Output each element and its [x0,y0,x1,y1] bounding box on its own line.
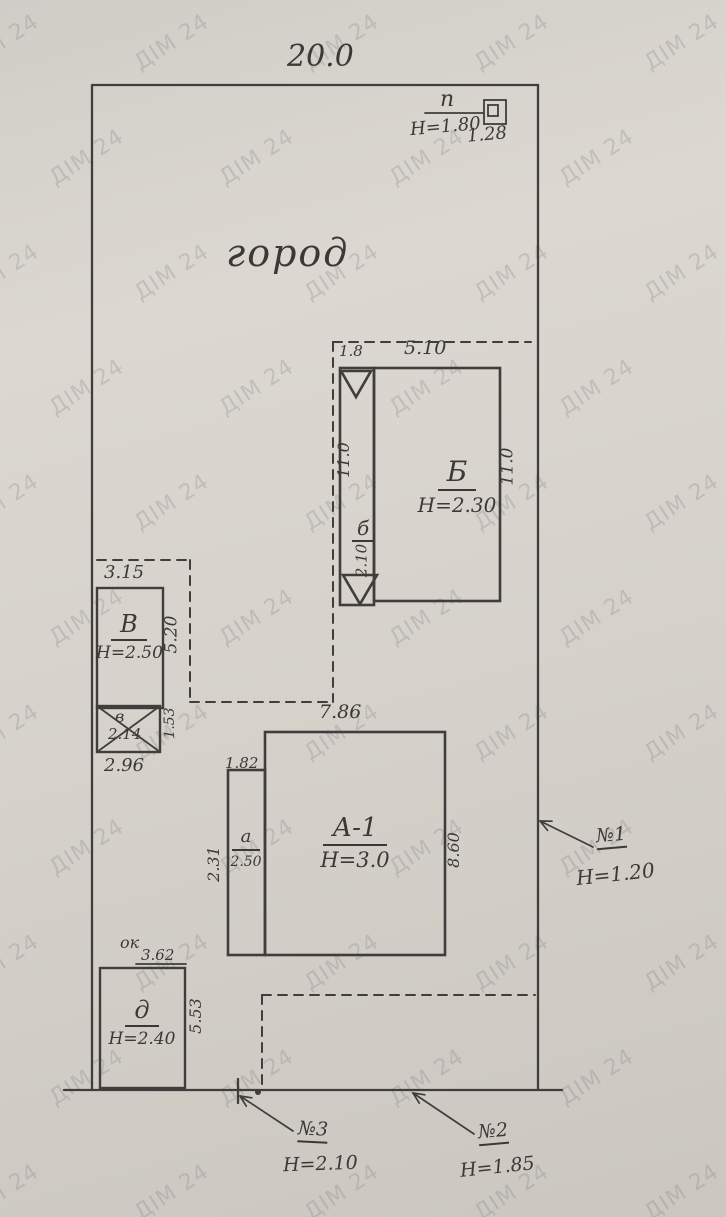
building-a-height: Н=3.0 [320,848,390,872]
building-d-mark-dim: 3.62 [141,946,175,964]
parcel-boundary [62,83,564,1105]
building-d-shapes [98,963,187,1090]
fence-2-label: №2 [477,1118,510,1147]
dim-a-side: 8.60 [444,832,463,868]
annex-a-dim: 2.50 [230,854,262,870]
building-a-name: А-1 [323,815,387,846]
annex-b-dim: 2.10 [352,543,371,578]
dim-d-side: 5.53 [186,998,205,1034]
fence-arrows [239,820,594,1135]
building-d-label: д Н=2.40 [102,998,182,1048]
dim-b-small: 1.8 [339,342,363,360]
porch-v-name: в [115,707,125,726]
gate-mark-label: п [440,87,455,112]
dim-b-width: 5.10 [404,337,447,359]
building-d-name: д [125,998,159,1027]
porch-v-side: 1.53 [162,707,178,739]
dim-a-width: 7.86 [319,701,362,723]
building-v-shapes [95,586,165,754]
building-d-mark: ок [120,933,140,952]
dim-parcel-width: 20.0 [287,39,354,74]
gate-symbol [424,99,507,125]
building-v-name: В [111,612,147,641]
gate-width-label: 1.28 [466,122,508,147]
fence-3-height: Н=2.10 [282,1151,359,1177]
porch-v-dim: 2.14 [108,725,142,743]
building-v-height: Н=2.50 [96,643,163,663]
annex-b-name: б [352,518,375,542]
dashed-outlines [96,341,536,1089]
dim-a-annex-side: 2.31 [204,846,223,882]
dim-v-side: 5.20 [161,615,182,654]
building-v-label: В Н=2.50 [96,612,163,663]
fence-3-number: №3 [297,1117,329,1144]
building-a-shapes [226,730,447,957]
dim-a-annex-top: 1.82 [225,754,259,772]
annex-a-name: а [231,828,261,851]
fence-1-label: №1 [595,822,628,851]
dim-b-left: 11.0 [334,442,353,478]
building-b-name: Б [437,458,477,491]
building-b-height: Н=2.30 [417,493,497,517]
building-d-height: Н=2.40 [108,1029,176,1049]
fence-2-number: №2 [477,1118,510,1147]
building-b-shapes [338,366,502,607]
building-b-label: Б Н=2.30 [412,458,502,517]
dim-b-right: 11.0 [497,447,518,486]
fence-1-number: №1 [595,822,628,851]
building-a-label: А-1 Н=3.0 [300,815,410,871]
garden-label: город [226,231,350,275]
dim-v-top: 3.15 [104,562,145,583]
fence-3-label: №3 [297,1117,329,1144]
porch-v-width: 2.96 [104,755,145,776]
annex-a-label: а 2.50 [226,828,266,870]
